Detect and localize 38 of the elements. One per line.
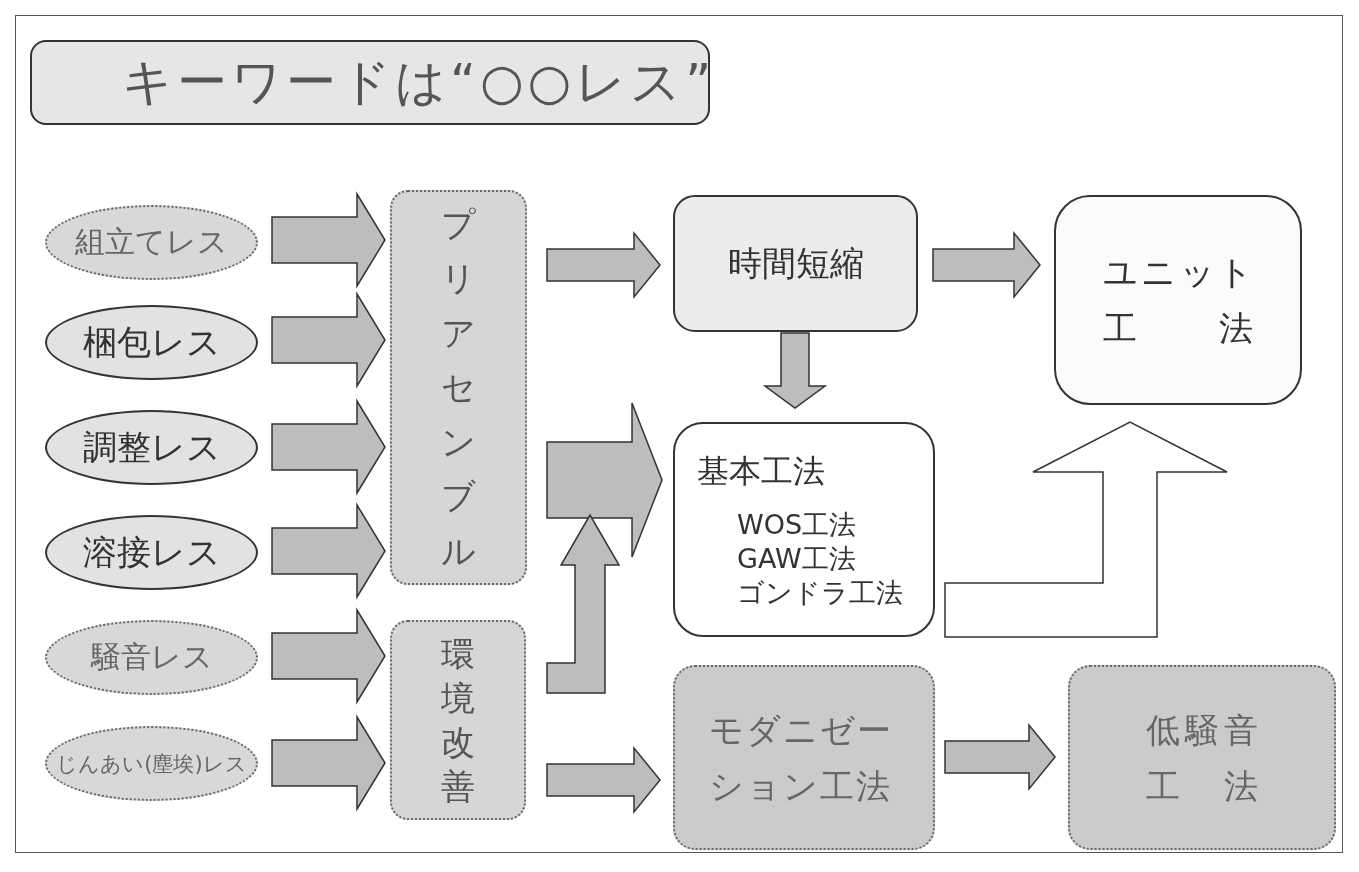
vertical-label: 環境改善 [440,632,476,809]
keyword-label: じんあい(塵埃)レス [56,750,247,778]
process-box [673,422,935,637]
keyword-label: 組立てレス [75,223,228,261]
block-arrow [944,421,1228,638]
process-box [673,665,935,850]
block-arrow [271,291,386,389]
box-heading: 基本工法 [697,450,825,492]
block-arrow [546,230,661,300]
block-arrow [932,230,1041,300]
process-box [390,620,526,820]
process-box [390,190,527,585]
block-arrow [762,332,828,409]
box-label: 低騒音工法 [1145,708,1259,808]
method-name: GAW工法 [737,541,856,576]
block-arrow [546,402,663,558]
box-label: モダニゼーション工法 [709,708,894,808]
block-arrow [271,502,386,600]
block-arrow [546,513,621,694]
block-arrow [546,745,661,815]
vertical-label: プリアセンブル [440,203,477,573]
box-label: 時間短縮 [727,241,864,285]
block-arrow [271,607,386,705]
method-name: ゴンドラ工法 [737,575,903,610]
keyword-label: 溶接レス [82,530,221,574]
block-arrow [944,722,1056,792]
keyword-label: 騒音レス [90,638,213,676]
title-banner: キーワードは“○○レス” [30,40,710,125]
process-box [1068,665,1336,850]
block-arrow [271,398,386,496]
block-arrow [271,191,386,289]
method-name: WOS工法 [737,507,857,542]
keyword-label: 調整レス [82,425,221,469]
keyword-label: 梱包レス [82,320,221,364]
result-box [1054,195,1302,405]
block-arrow [271,714,386,812]
process-box [673,195,918,332]
box-label: ユニット工法 [1103,251,1253,350]
